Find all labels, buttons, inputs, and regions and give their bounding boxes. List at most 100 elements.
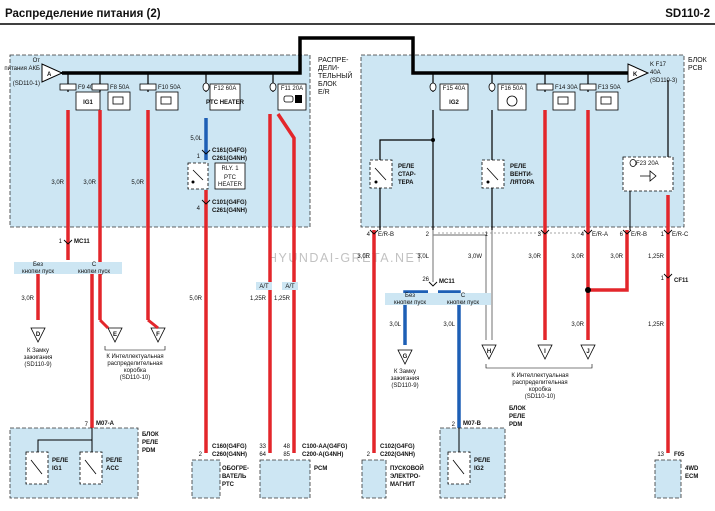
svg-text:85: 85 [283, 452, 290, 458]
svg-text:ЭЛЕКТРО-: ЭЛЕКТРО- [390, 474, 420, 480]
svg-text:PTC: PTC [222, 482, 235, 488]
relay-coil-icon [640, 170, 657, 182]
svg-text:3,0L: 3,0L [389, 322, 401, 328]
svg-text:E/R-B: E/R-B [378, 232, 394, 238]
svg-text:F05: F05 [674, 452, 685, 458]
fuse-f10: F10 50A [139, 83, 181, 111]
svg-text:ECM: ECM [685, 474, 698, 480]
fuse-icon [59, 83, 77, 91]
svg-text:1,25R: 1,25R [648, 254, 665, 260]
svg-text:5,0R: 5,0R [131, 180, 144, 186]
fuse-icon [579, 83, 597, 91]
svg-text:E/R-A: E/R-A [592, 232, 608, 238]
svg-text:J: J [586, 349, 589, 355]
svg-text:ОБОГРЕ-: ОБОГРЕ- [222, 466, 249, 472]
fuse-f15: F15 40A IG2 [429, 82, 469, 111]
fuse-icon [202, 82, 210, 92]
svg-text:2: 2 [452, 422, 456, 428]
switch-icon [192, 169, 204, 181]
wire-labels: 3,0R 3,0R 5,0R 5,0L 3,0R 5,0R 1,25R 1,25… [21, 136, 664, 328]
ref-arrow-icon [107, 327, 123, 343]
svg-text:IG1: IG1 [52, 466, 62, 472]
pcb-label-1: БЛОК [688, 57, 708, 64]
svg-text:C100-AA(G4FG): C100-AA(G4FG) [302, 444, 347, 450]
ref-arrow-icon [481, 344, 497, 360]
svg-text:4: 4 [367, 232, 371, 238]
svg-text:3,0R: 3,0R [610, 254, 623, 260]
fuse-icon [139, 83, 157, 91]
source-k-letter: K [633, 72, 638, 78]
switch-icon [452, 459, 465, 475]
svg-text:E/R-B: E/R-B [631, 232, 647, 238]
battery-bus-line [62, 36, 630, 75]
svg-text:С: С [92, 262, 97, 268]
svg-text:3,0R: 3,0R [21, 296, 34, 302]
svg-text:кнопки пуск: кнопки пуск [22, 269, 54, 275]
fuse-icon [629, 159, 637, 167]
svg-text:C160(G4FG): C160(G4FG) [212, 444, 247, 450]
switch-icon [84, 459, 97, 475]
fuse-icon [429, 82, 437, 92]
svg-text:C161(G4FG): C161(G4FG) [212, 148, 247, 154]
svg-text:4: 4 [197, 206, 201, 212]
ref-i: I [537, 344, 553, 360]
wire-d [36, 270, 63, 320]
svg-text:СТАР-: СТАР- [398, 172, 416, 178]
svg-text:ЛЯТОРА: ЛЯТОРА [510, 180, 535, 186]
svg-text:распределительная: распределительная [512, 380, 567, 386]
svg-text:C200-A(G4NH): C200-A(G4NH) [302, 452, 343, 458]
switch-icon [374, 167, 387, 181]
fuse-f14: F14 30A [536, 83, 578, 111]
fuse-f23: F23 20A [622, 80, 674, 230]
svg-text:PDM: PDM [509, 422, 522, 428]
ref-ef-note: К Интеллектуальная распределительная кор… [98, 318, 166, 381]
svg-text:C101(G4FG): C101(G4FG) [212, 200, 247, 206]
svg-text:IG1: IG1 [83, 100, 93, 106]
svg-text:3,0R: 3,0R [357, 254, 370, 260]
svg-text:A/T: A/T [285, 284, 295, 290]
svg-text:РЕЛЕ: РЕЛЕ [509, 414, 525, 420]
ref-arrow-icon [30, 327, 46, 343]
er-label-5: E/R [318, 89, 330, 96]
pdm-relay-block-right: БЛОК РЕЛЕ PDM РЕЛЕ IG2 [439, 406, 526, 499]
svg-text:D: D [36, 332, 41, 338]
battery-icon [112, 96, 124, 105]
svg-text:1: 1 [661, 276, 665, 282]
svg-text:G: G [403, 354, 408, 360]
svg-text:кнопки пуск: кнопки пуск [394, 300, 426, 306]
svg-text:1,25R: 1,25R [250, 296, 267, 302]
svg-text:CF11: CF11 [674, 278, 689, 284]
branch-right: Без кнопки пуск С кнопки пуск [385, 293, 491, 306]
svg-text:F11 20A: F11 20A [281, 86, 303, 92]
svg-text:ТЕРА: ТЕРА [398, 180, 414, 186]
svg-text:РЕЛЕ: РЕЛЕ [142, 440, 158, 446]
wire-j-branch [588, 230, 629, 292]
svg-text:C260(G4NH): C260(G4NH) [212, 452, 247, 458]
svg-text:1,25R: 1,25R [648, 322, 665, 328]
fuse-f12: F12 60A PTC HEATER [202, 82, 245, 111]
er-label-3: ТЕЛЬНЫЙ [318, 71, 352, 80]
ref-arrow-icon [397, 349, 413, 365]
er-label-2: ДЕЛИ- [318, 65, 340, 72]
svg-text:F23 20A: F23 20A [636, 161, 659, 167]
svg-text:13: 13 [657, 452, 664, 458]
svg-text:PDM: PDM [142, 448, 155, 454]
svg-text:ВАТЕЛЬ: ВАТЕЛЬ [222, 474, 247, 480]
source-k-line-3: (SD110-3) [650, 78, 677, 84]
component-ptc-heater: ОБОГРЕ- ВАТЕЛЬ PTC [191, 459, 249, 499]
svg-text:ВЕНТИ-: ВЕНТИ- [510, 172, 533, 178]
battery-icon [160, 96, 172, 105]
svg-text:зажигания: зажигания [24, 355, 53, 361]
svg-text:E/R-C: E/R-C [672, 232, 689, 238]
svg-text:(SD110-10): (SD110-10) [120, 375, 151, 381]
svg-text:3,0W: 3,0W [468, 254, 482, 260]
svg-text:РЕЛЕ: РЕЛЕ [106, 458, 122, 464]
red-wires [36, 110, 670, 453]
fuse-icon [269, 82, 277, 92]
svg-text:К Замку: К Замку [27, 348, 49, 354]
wire-pdm-left [73, 270, 94, 428]
connector-labels: C161(G4FG) C261(G4NH) C101(G4FG) C261(G4… [74, 148, 689, 458]
svg-text:кнопки пуск: кнопки пуск [78, 269, 110, 275]
svg-text:БЛОК: БЛОК [509, 406, 526, 412]
